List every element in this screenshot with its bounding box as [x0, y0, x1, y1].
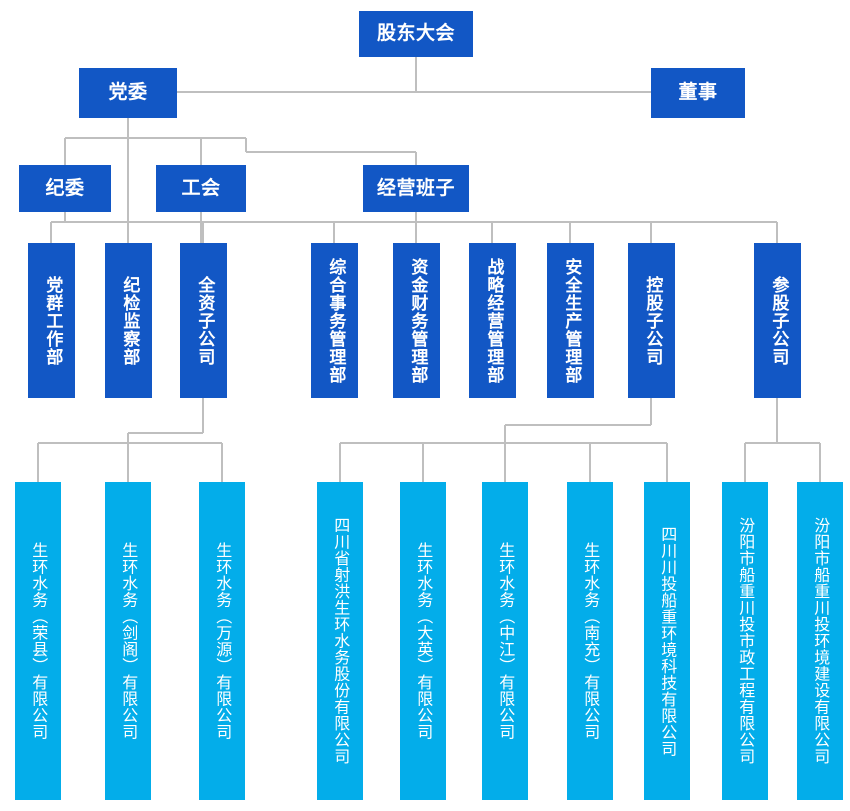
node-label: 生环水务（剑阁）有限公司 — [119, 542, 139, 740]
node-party-committee[interactable]: 党委 — [79, 68, 177, 118]
node-label: 生环水务（荣县）有限公司 — [29, 542, 49, 740]
node-label: 生环水务（南充）有限公司 — [581, 542, 601, 740]
node-label: 四川省射洪生环水务股份有限公司 — [331, 517, 351, 765]
node-shareholders-meeting[interactable]: 股东大会 — [359, 11, 473, 57]
node-label: 纪检监察部 — [119, 275, 140, 366]
node-label: 四川川投船重环境科技有限公司 — [658, 525, 678, 757]
node-label: 参股子公司 — [768, 275, 789, 366]
node-label: 汾阳市船重川投市政工程有限公司 — [736, 517, 756, 765]
node-sub-zhongjiang[interactable]: 生环水务（中江）有限公司 — [482, 482, 528, 800]
node-label: 资金财务管理部 — [407, 257, 428, 384]
node-sub-nanchong[interactable]: 生环水务（南充）有限公司 — [567, 482, 613, 800]
node-label: 全资子公司 — [194, 275, 215, 366]
node-labor-union[interactable]: 工会 — [156, 165, 246, 212]
node-label: 生环水务（大英）有限公司 — [414, 542, 434, 740]
node-sub-rongxian[interactable]: 生环水务（荣县）有限公司 — [15, 482, 61, 800]
node-strategy-operations-dept[interactable]: 战略经营管理部 — [469, 243, 516, 398]
node-sub-daying[interactable]: 生环水务（大英）有限公司 — [400, 482, 446, 800]
node-label: 战略经营管理部 — [483, 257, 504, 384]
node-label: 生环水务（万源）有限公司 — [213, 542, 233, 740]
node-sub-shehong[interactable]: 四川省射洪生环水务股份有限公司 — [317, 482, 363, 800]
node-equity-participation-subsidiary[interactable]: 参股子公司 — [754, 243, 801, 398]
node-label: 工会 — [181, 176, 221, 199]
node-label: 经营班子 — [376, 176, 455, 199]
node-discipline-inspection-dept[interactable]: 纪检监察部 — [105, 243, 152, 398]
node-label: 党群工作部 — [42, 275, 63, 366]
node-sub-fenyang-env-const[interactable]: 汾阳市船重川投环境建设有限公司 — [797, 482, 843, 800]
node-sub-fenyang-municipal[interactable]: 汾阳市船重川投市政工程有限公司 — [722, 482, 768, 800]
node-label: 党委 — [108, 81, 148, 104]
node-finance-dept[interactable]: 资金财务管理部 — [393, 243, 440, 398]
node-label: 生环水务（中江）有限公司 — [496, 542, 516, 740]
node-general-affairs-dept[interactable]: 综合事务管理部 — [311, 243, 358, 398]
node-sub-chuantou-env-tech[interactable]: 四川川投船重环境科技有限公司 — [644, 482, 690, 800]
node-party-mass-work-dept[interactable]: 党群工作部 — [28, 243, 75, 398]
node-holding-subsidiary[interactable]: 控股子公司 — [628, 243, 675, 398]
node-label: 股东大会 — [376, 22, 455, 45]
node-label: 董事 — [678, 81, 718, 104]
node-label: 控股子公司 — [642, 275, 663, 366]
node-label: 纪委 — [45, 176, 85, 199]
node-label: 安全生产管理部 — [561, 257, 582, 384]
node-label: 综合事务管理部 — [325, 257, 346, 384]
node-discipline-commission[interactable]: 纪委 — [19, 165, 111, 212]
node-director[interactable]: 董事 — [651, 68, 745, 118]
node-wholly-owned-subsidiary[interactable]: 全资子公司 — [180, 243, 227, 398]
node-label: 汾阳市船重川投环境建设有限公司 — [811, 517, 831, 765]
node-sub-wanyuan[interactable]: 生环水务（万源）有限公司 — [199, 482, 245, 800]
node-sub-jiange[interactable]: 生环水务（剑阁）有限公司 — [105, 482, 151, 800]
node-safety-production-dept[interactable]: 安全生产管理部 — [547, 243, 594, 398]
node-management-team[interactable]: 经营班子 — [363, 165, 469, 212]
